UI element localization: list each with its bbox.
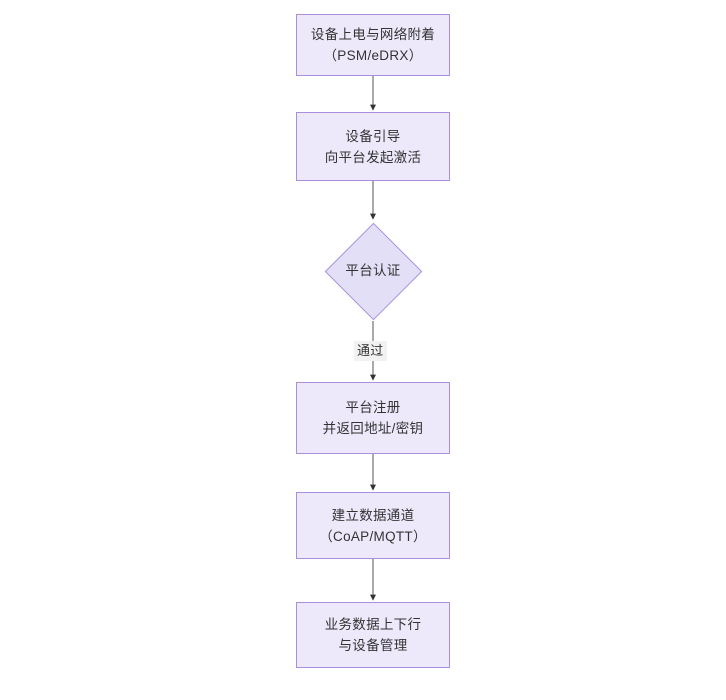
node-power-on-line2: （PSM/eDRX） [323,48,423,63]
node-bootstrap-line1: 设备引导 [345,128,401,144]
node-power-on[interactable]: 设备上电与网络附着 （PSM/eDRX） [296,14,450,76]
node-platform-auth-label: 平台认证 [345,263,401,278]
edge-label-pass: 通过 [354,341,387,361]
node-platform-auth[interactable]: 平台认证 [324,221,422,321]
node-platform-register-line1: 平台注册 [345,400,401,415]
edge-label-pass-text: 通过 [357,343,384,358]
node-business-data-line2: 与设备管理 [338,638,408,653]
node-platform-register-line2: 并返回地址/密钥 [322,421,424,436]
node-platform-register[interactable]: 平台注册 并返回地址/密钥 [296,382,450,454]
node-business-data-line1: 业务数据上下行 [324,617,422,632]
node-power-on-line1: 设备上电与网络附着 [310,27,436,42]
node-bootstrap[interactable]: 设备引导 向平台发起激活 [296,112,450,181]
node-data-channel[interactable]: 建立数据通道 （CoAP/MQTT） [296,492,450,559]
node-bootstrap-line2: 向平台发起激活 [324,149,422,165]
node-data-channel-line2: （CoAP/MQTT） [319,528,427,544]
node-business-data[interactable]: 业务数据上下行 与设备管理 [296,602,450,668]
node-data-channel-line1: 建立数据通道 [331,507,415,523]
